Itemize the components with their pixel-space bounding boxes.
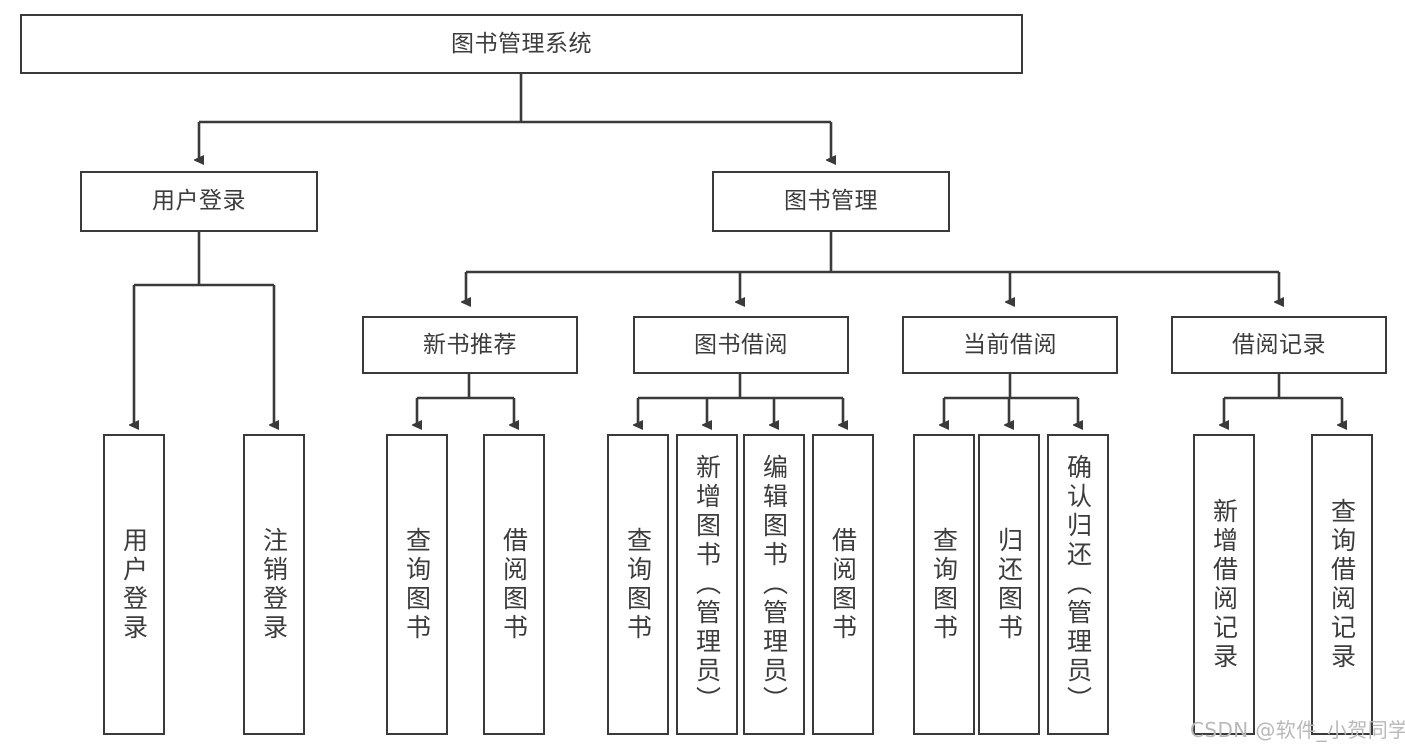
node-leaf-query-book-2[interactable]: 查询图书 <box>607 434 669 735</box>
node-leaf-borrow-book-2[interactable]: 借阅图书 <box>812 434 874 735</box>
node-book-borrow-label: 图书借阅 <box>694 331 788 358</box>
node-new-book-recommend[interactable]: 新书推荐 <box>362 316 578 374</box>
node-leaf-borrow-book-1[interactable]: 借阅图书 <box>483 434 545 735</box>
node-borrow-record-label: 借阅记录 <box>1232 331 1326 358</box>
node-leaf-user-login[interactable]: 用户登录 <box>103 434 165 735</box>
node-book-borrow[interactable]: 图书借阅 <box>633 316 849 374</box>
node-leaf-user-login-label: 用户登录 <box>119 526 149 643</box>
node-book-manage-label: 图书管理 <box>784 188 878 215</box>
node-root[interactable]: 图书管理系统 <box>20 14 1023 74</box>
node-leaf-return-book-label: 归还图书 <box>994 526 1024 643</box>
node-leaf-logout-label: 注销登录 <box>259 526 289 643</box>
node-leaf-return-book[interactable]: 归还图书 <box>978 434 1040 735</box>
node-leaf-borrow-book-1-label: 借阅图书 <box>499 526 529 643</box>
node-root-label: 图书管理系统 <box>451 30 592 57</box>
node-leaf-add-book-label: 新增图书（管理员） <box>692 454 722 715</box>
node-borrow-record[interactable]: 借阅记录 <box>1171 316 1387 374</box>
node-leaf-query-book-3-label: 查询图书 <box>929 526 959 643</box>
node-leaf-add-book[interactable]: 新增图书（管理员） <box>676 434 738 735</box>
node-leaf-query-book-2-label: 查询图书 <box>623 526 653 643</box>
node-leaf-edit-book-label: 编辑图书（管理员） <box>759 454 789 715</box>
node-book-manage[interactable]: 图书管理 <box>712 171 950 232</box>
node-leaf-add-record[interactable]: 新增借阅记录 <box>1193 434 1255 735</box>
node-leaf-confirm-return[interactable]: 确认归还（管理员） <box>1047 434 1109 735</box>
node-current-borrow[interactable]: 当前借阅 <box>902 316 1118 374</box>
node-user-login[interactable]: 用户登录 <box>80 171 318 232</box>
node-leaf-query-book-1[interactable]: 查询图书 <box>386 434 448 735</box>
node-new-book-recommend-label: 新书推荐 <box>423 331 517 358</box>
node-leaf-query-record[interactable]: 查询借阅记录 <box>1311 434 1373 735</box>
node-leaf-logout[interactable]: 注销登录 <box>243 434 305 735</box>
node-leaf-edit-book[interactable]: 编辑图书（管理员） <box>743 434 805 735</box>
node-leaf-query-record-label: 查询借阅记录 <box>1327 497 1357 672</box>
node-leaf-query-book-3[interactable]: 查询图书 <box>913 434 975 735</box>
node-leaf-borrow-book-2-label: 借阅图书 <box>828 526 858 643</box>
node-leaf-query-book-1-label: 查询图书 <box>402 526 432 643</box>
node-current-borrow-label: 当前借阅 <box>963 331 1057 358</box>
node-leaf-confirm-return-label: 确认归还（管理员） <box>1063 454 1093 715</box>
node-leaf-add-record-label: 新增借阅记录 <box>1209 497 1239 672</box>
node-user-login-label: 用户登录 <box>152 188 246 215</box>
